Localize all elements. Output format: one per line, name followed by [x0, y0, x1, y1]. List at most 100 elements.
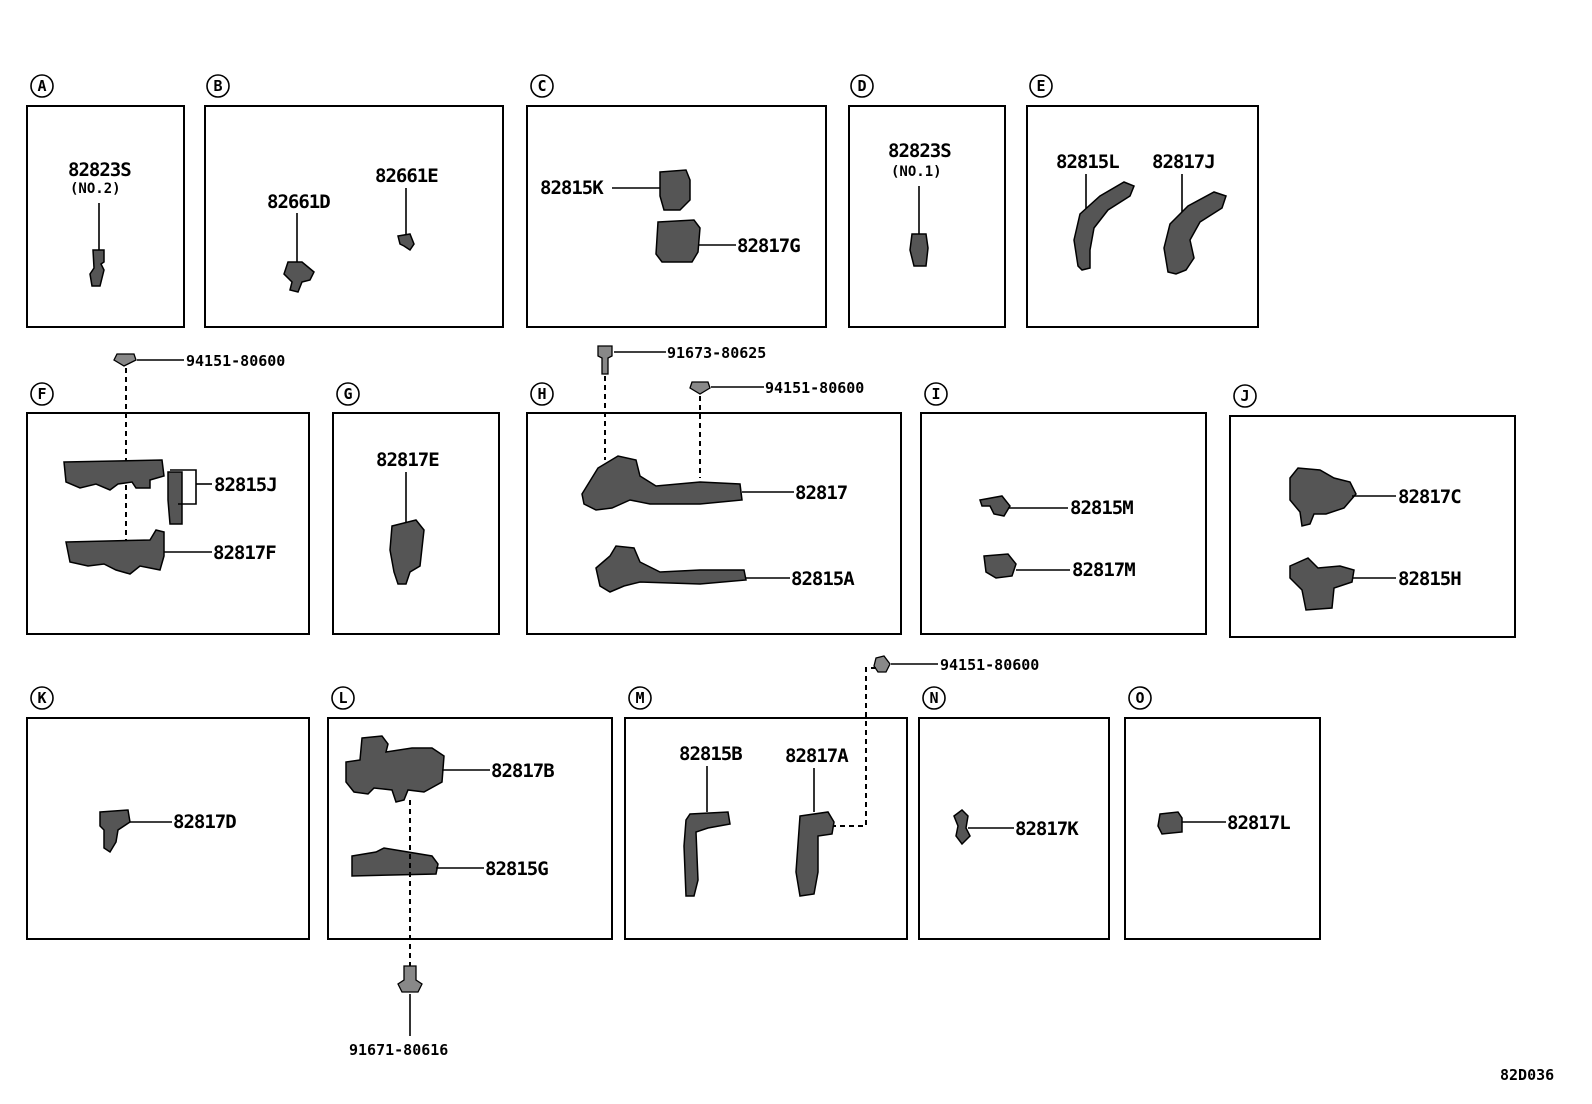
part-label-82661d: 82661D [267, 191, 330, 213]
section-box-b [204, 105, 504, 328]
section-box-e [1026, 105, 1259, 328]
section-box-l [327, 717, 613, 940]
section-marker-h [530, 382, 554, 406]
section-h: 91673-80625 94151-80600 H 82817 82815A [526, 344, 902, 635]
section-box-d [848, 105, 1006, 328]
section-box-j [1229, 415, 1516, 638]
section-box-c [526, 105, 827, 328]
cover-82815b [683, 811, 731, 897]
holder-82817e [389, 519, 425, 585]
section-marker-b [206, 74, 230, 98]
part-label-82817l: 82817L [1227, 812, 1290, 834]
section-marker-l [331, 686, 355, 710]
part-label-82817m: 82817M [1072, 559, 1135, 581]
part-label-82817: 82817 [795, 482, 848, 504]
section-marker-e [1029, 74, 1053, 98]
part-label-82817b: 82817B [491, 760, 554, 782]
cover-82815m [979, 495, 1011, 517]
section-marker-d [850, 74, 874, 98]
part-label-82817d: 82817D [173, 811, 236, 833]
holder-82817j [1163, 191, 1227, 275]
part-label-82815m: 82815M [1070, 497, 1133, 519]
clip-82817l [1157, 811, 1183, 835]
cover-82815l [1073, 181, 1135, 271]
holder-82817b [345, 735, 445, 803]
clip-82661e [397, 233, 415, 252]
section-letter-m: M [635, 689, 644, 707]
cover-82815k [659, 169, 691, 211]
section-marker-k [30, 686, 54, 710]
clip-82817k [953, 809, 971, 846]
section-box-i [920, 412, 1207, 635]
section-a: A 82823S (NO.2) [26, 74, 185, 328]
section-box-a [26, 105, 185, 328]
part-label-82815h: 82815H [1398, 568, 1461, 590]
part-label-82817j: 82817J [1152, 151, 1215, 173]
section-letter-f: F [37, 385, 46, 403]
section-marker-i [924, 382, 948, 406]
section-j: J 82817C 82815H [1229, 384, 1516, 638]
section-box-f [26, 412, 310, 635]
clip-82823s-no2 [89, 249, 105, 287]
section-letter-j: J [1240, 387, 1249, 405]
part-label-82815b: 82815B [679, 743, 742, 765]
cover-82815g [351, 847, 439, 877]
section-marker-o [1128, 686, 1152, 710]
part-label-82815k: 82815K [540, 177, 604, 199]
part-label-82817e: 82817E [376, 449, 439, 471]
section-letter-e: E [1036, 77, 1045, 95]
section-box-g [332, 412, 500, 635]
holder-82817m [983, 553, 1017, 579]
section-letter-i: I [931, 385, 940, 403]
clip-82823s-no1 [909, 233, 929, 267]
section-marker-c [530, 74, 554, 98]
section-letter-d: D [857, 77, 866, 95]
section-i: I 82815M 82817M [920, 382, 1207, 635]
nut-group-m: 94151-80600 [830, 655, 1039, 827]
section-d: D 82823S (NO.1) [848, 74, 1006, 328]
part-label-94151-80600-m: 94151-80600 [940, 656, 1039, 674]
nut-94151-80600-m [873, 655, 891, 673]
diagram-code: 82D036 [1500, 1066, 1554, 1084]
section-letter-c: C [537, 77, 546, 95]
section-letter-h: H [537, 385, 546, 403]
part-label-82817g: 82817G [737, 235, 800, 257]
section-box-n [918, 717, 1110, 940]
section-marker-j [1233, 384, 1257, 408]
section-g: G 82817E [332, 382, 500, 635]
part-sublabel-no2: (NO.2) [70, 181, 121, 197]
part-label-94151-80600-f: 94151-80600 [186, 352, 285, 370]
cover-82815j-side [167, 471, 183, 525]
nut-94151-80600-f [113, 353, 137, 367]
part-label-82815l: 82815L [1056, 151, 1119, 173]
part-label-82815a: 82815A [791, 568, 855, 590]
section-letter-a: A [37, 77, 46, 95]
holder-82817g [655, 219, 701, 263]
part-sublabel-no1: (NO.1) [891, 164, 942, 180]
section-b: B 82661D 82661E [204, 74, 504, 328]
holder-82817c [1289, 467, 1357, 527]
section-letter-k: K [37, 689, 46, 707]
bolt-91671-80616 [397, 965, 423, 993]
section-marker-n [922, 686, 946, 710]
section-k: K 82817D [26, 686, 310, 940]
part-label-82823s-no1: 82823S [888, 140, 951, 162]
part-label-82823s-no2: 82823S [68, 159, 131, 181]
part-label-82815j: 82815J [214, 474, 277, 496]
clip-82661d [283, 261, 315, 293]
section-marker-g [336, 382, 360, 406]
section-marker-f [30, 382, 54, 406]
section-box-h [526, 412, 902, 635]
section-marker-m [628, 686, 652, 710]
part-label-82815g: 82815G [485, 858, 548, 880]
section-box-m [624, 717, 908, 940]
part-label-82817f: 82817F [213, 542, 276, 564]
section-o: O 82817L [1124, 686, 1321, 940]
bolt-91673-80625 [597, 345, 613, 375]
cover-82815a [595, 545, 747, 593]
section-letter-l: L [338, 689, 347, 707]
part-label-91671-80616: 91671-80616 [349, 1041, 448, 1059]
holder-82817d [99, 809, 131, 854]
section-m: M 82815B 82817A [624, 686, 908, 940]
